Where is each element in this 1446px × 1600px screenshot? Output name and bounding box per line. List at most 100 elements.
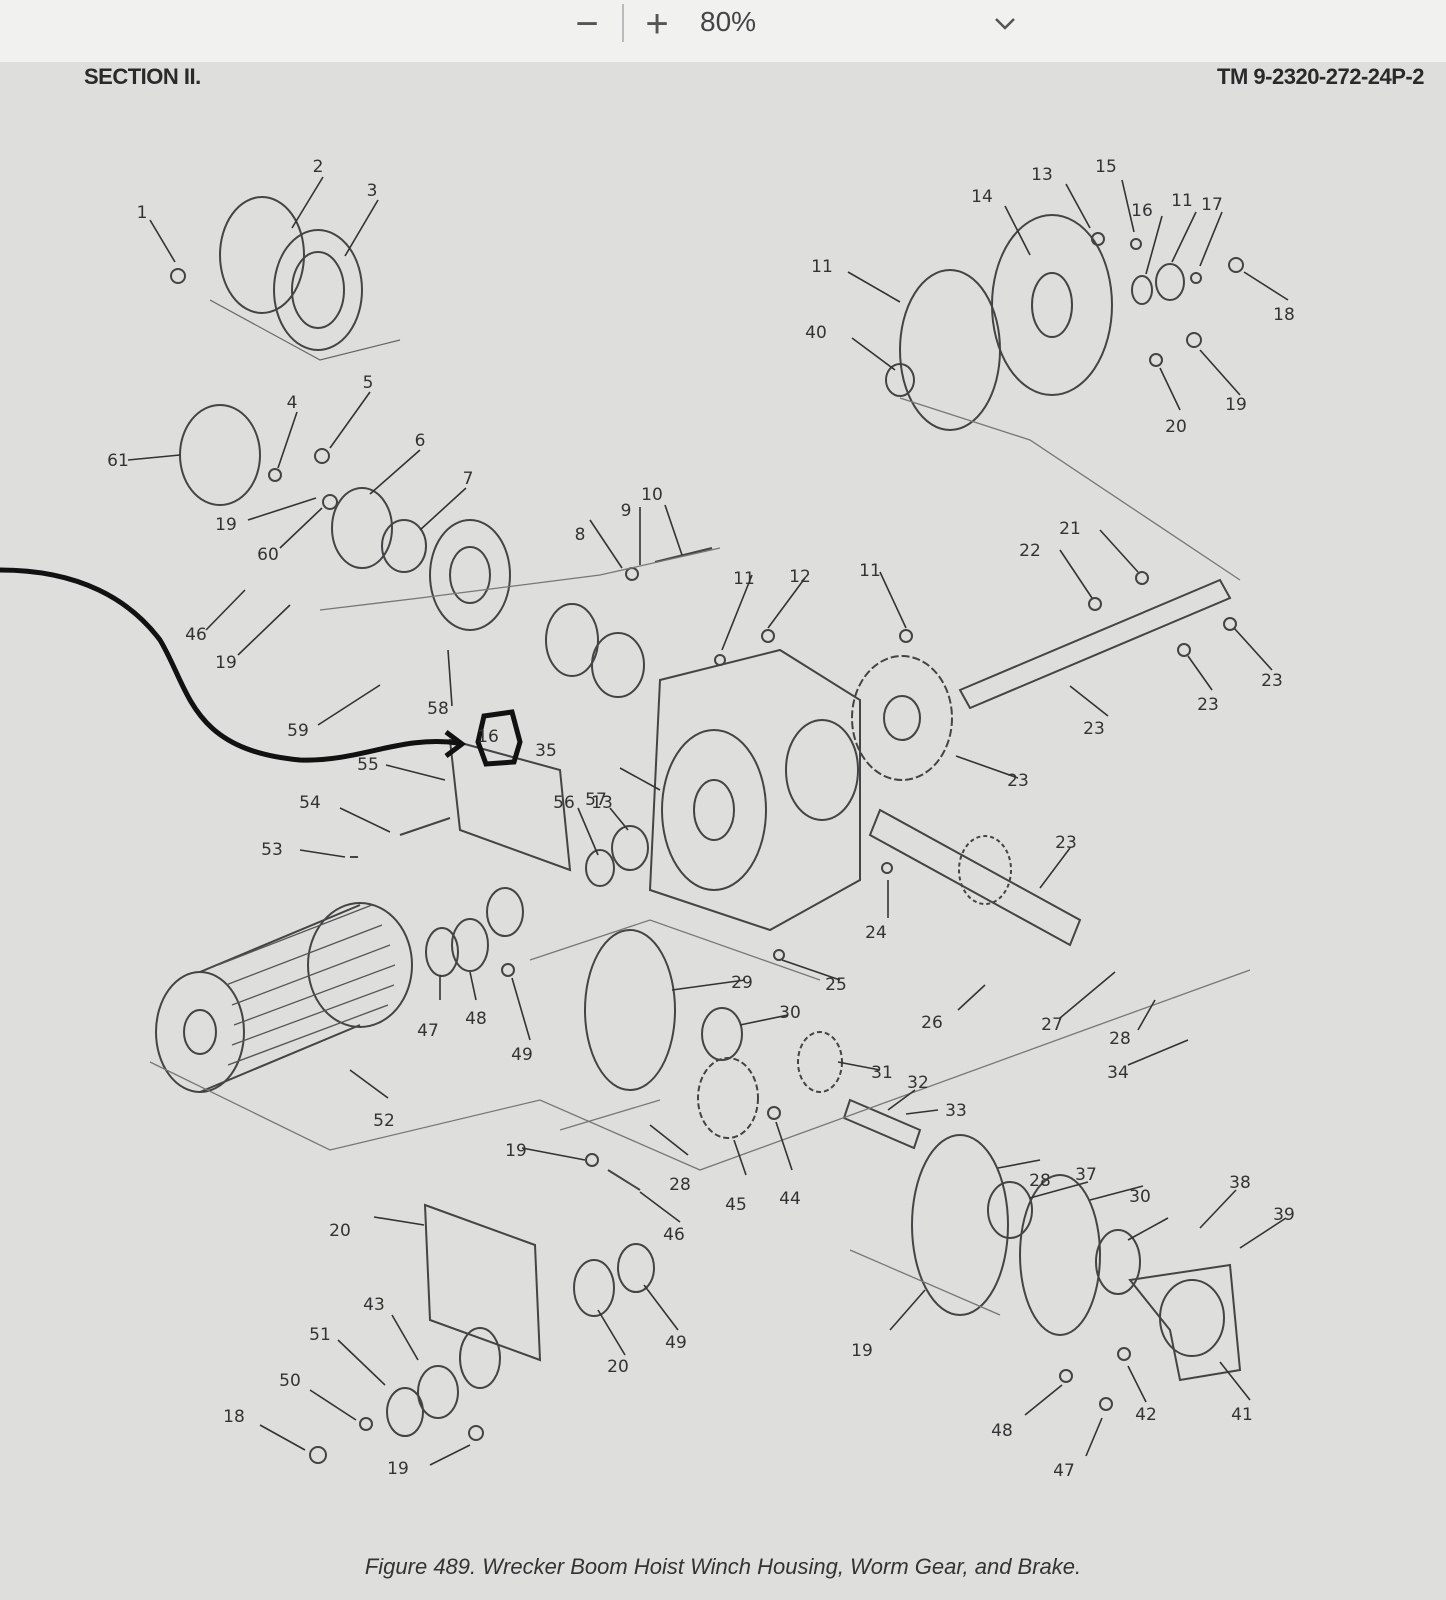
callout-number: 6 (415, 431, 426, 451)
chevron-down-icon[interactable] (990, 8, 1020, 38)
callout-number: 1 (137, 203, 148, 223)
callout-number: 47 (417, 1021, 439, 1041)
callout-number: 17 (1201, 195, 1223, 215)
callout-number: 27 (1041, 1015, 1063, 1035)
zoom-out-button[interactable]: − (575, 1, 599, 46)
callout-number: 11 (859, 561, 881, 581)
callout-number: 10 (641, 485, 663, 505)
callout-number: 59 (287, 721, 309, 741)
brake-case-part (584, 929, 676, 1091)
callout-number: 50 (279, 1371, 301, 1391)
callout-number: 49 (665, 1333, 687, 1353)
callout-number: 21 (1059, 519, 1081, 539)
callout-number: 55 (357, 755, 379, 775)
callout-number: 31 (871, 1063, 893, 1083)
callout-number: 56 (553, 793, 575, 813)
brake-band-part (911, 1134, 1009, 1316)
callout-number: 18 (1273, 305, 1295, 325)
callout-number: 16 (1131, 201, 1153, 221)
winch-drum-part (155, 971, 245, 1093)
callout-number: 20 (1165, 417, 1187, 437)
cover-bore (291, 251, 345, 329)
callout-number: 19 (387, 1459, 409, 1479)
callout-number: 19 (851, 1341, 873, 1361)
callout-number: 38 (1229, 1173, 1251, 1193)
worm-shaft-part (868, 808, 1082, 947)
callout-number: 15 (1095, 157, 1117, 177)
gear-part (851, 655, 953, 781)
callout-number: 7 (463, 469, 474, 489)
callout-number: 39 (1273, 1205, 1295, 1225)
zoom-in-button[interactable]: + (645, 1, 669, 46)
callout-number: 30 (1129, 1187, 1151, 1207)
callout-number: 49 (511, 1045, 533, 1065)
callout-number: 33 (945, 1101, 967, 1121)
callout-number: 11 (1171, 191, 1193, 211)
callout-number: 9 (621, 501, 632, 521)
callout-number: 3 (367, 181, 378, 201)
callout-number: 51 (309, 1325, 331, 1345)
callout-number: 23 (1083, 719, 1105, 739)
callout-number: 54 (299, 793, 321, 813)
callout-number: 52 (373, 1111, 395, 1131)
callout-number: 23 (1007, 771, 1029, 791)
callout-number: 23 (1261, 671, 1283, 691)
callout-number: 4 (287, 393, 298, 413)
callout-number: 22 (1019, 541, 1041, 561)
zoom-level-display[interactable]: 80% (700, 6, 757, 37)
plate-part (448, 738, 572, 872)
callout-number: 20 (607, 1357, 629, 1377)
callout-number: 12 (789, 567, 811, 587)
callout-number: 18 (223, 1407, 245, 1427)
callout-number: 53 (261, 840, 283, 860)
callout-number: 13 (1031, 165, 1053, 185)
callout-number: 16 (477, 727, 499, 747)
callout-number: 44 (779, 1189, 801, 1209)
clamp-part (179, 404, 261, 506)
callout-number: 61 (107, 451, 129, 471)
end-plate-part (423, 1203, 542, 1362)
gasket-part (219, 196, 305, 314)
callout-number: 25 (825, 975, 847, 995)
callout-number: 23 (1197, 695, 1219, 715)
callout-number: 46 (663, 1225, 685, 1245)
callout-number: 19 (215, 653, 237, 673)
callout-number: 28 (1109, 1029, 1131, 1049)
callout-number: 19 (505, 1141, 527, 1161)
brake-housing-part (429, 519, 511, 631)
callout-number: 40 (805, 323, 827, 343)
callout-number: 43 (363, 1295, 385, 1315)
callout-number: 24 (865, 923, 887, 943)
hub-part (991, 214, 1113, 396)
hand-drawn-arrow (0, 567, 461, 763)
callout-number: 47 (1053, 1461, 1075, 1481)
callout-number: 48 (991, 1421, 1013, 1441)
callout-number: 57 (585, 790, 607, 810)
manual-number: TM 9-2320-272-24P-2 (1217, 64, 1424, 89)
bearing-part (591, 632, 645, 698)
callout-number: 14 (971, 187, 993, 207)
section-heading: SECTION II. (84, 64, 201, 89)
callout-number: 60 (257, 545, 279, 565)
callout-number: 28 (1029, 1171, 1051, 1191)
callout-number: 26 (921, 1013, 943, 1033)
callout-number: 5 (363, 373, 374, 393)
arrowhead-icon (444, 730, 467, 758)
callout-number: 28 (669, 1175, 691, 1195)
callout-number: 20 (329, 1221, 351, 1241)
callout-number: 8 (575, 525, 586, 545)
toolbar-divider (622, 4, 624, 42)
callout-number: 48 (465, 1009, 487, 1029)
brake-disc-part (331, 487, 393, 569)
callout-number: 13 (591, 793, 613, 813)
callout-number: 23 (1055, 833, 1077, 853)
hand-drawn-circle (475, 709, 523, 767)
callout-number: 35 (535, 741, 557, 761)
callout-number: 29 (731, 973, 753, 993)
callout-number: 34 (1107, 1063, 1129, 1083)
callout-number: 11 (811, 257, 833, 277)
callout-number: 11 (733, 569, 755, 589)
figure-caption: Figure 489. Wrecker Boom Hoist Winch Hou… (364, 1554, 1082, 1579)
